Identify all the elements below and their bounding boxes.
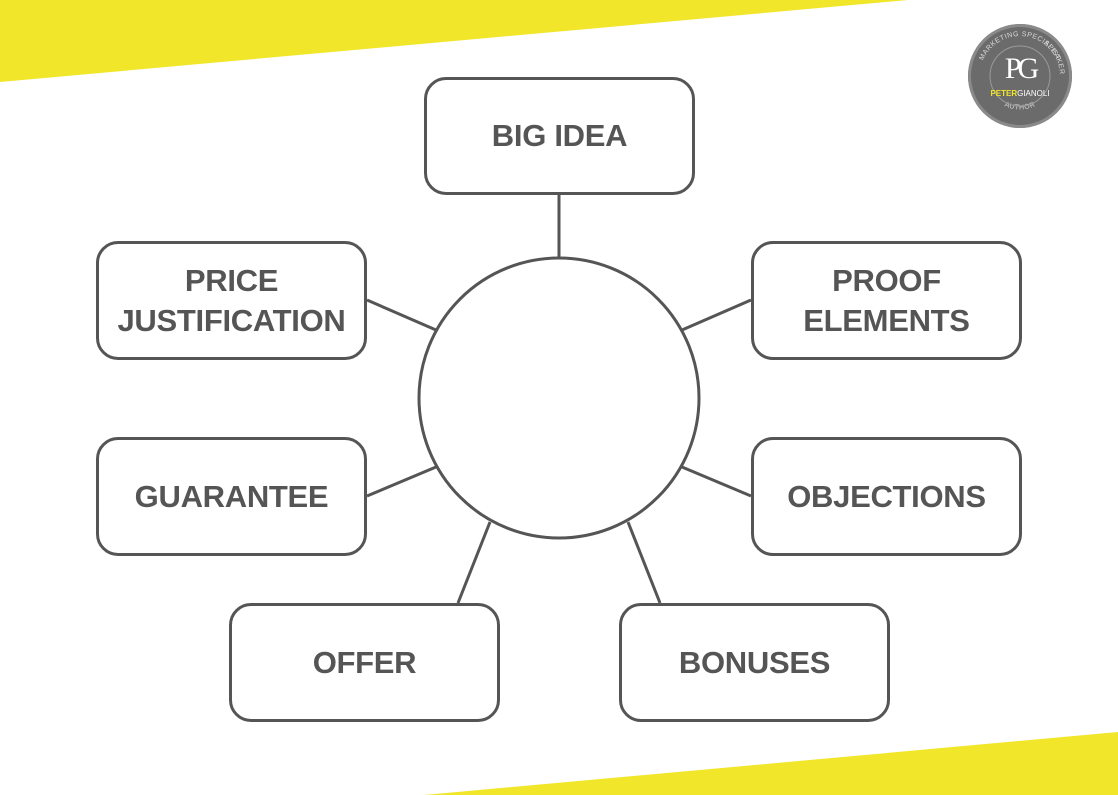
node-price-justification: PRICE JUSTIFICATION [96, 241, 367, 360]
connector-price-justification [366, 298, 437, 332]
node-label: GUARANTEE [134, 478, 329, 514]
node-label: PRICE JUSTIFICATION [117, 262, 346, 338]
logo-badge [968, 24, 1072, 128]
node-proof-elements: PROOF ELEMENTS [751, 241, 1022, 360]
connector-proof-elements [681, 298, 752, 332]
node-guarantee: GUARANTEE [96, 437, 367, 556]
connector-objections [681, 465, 752, 498]
node-label: OFFER [312, 644, 417, 680]
logo-ring-text: MARKETING SPECIALIST SPEAKER AUTHOR [978, 31, 1068, 112]
logo-monogram: PG [1004, 52, 1039, 85]
node-label: BIG IDEA [491, 118, 628, 153]
node-label: OBJECTIONS [787, 478, 986, 514]
node-big-idea: BIG IDEA [424, 77, 695, 195]
connector-guarantee [366, 465, 437, 498]
node-label: BONUSES [678, 644, 831, 680]
node-label: PROOF ELEMENTS [803, 262, 970, 338]
brand-logo: MARKETING SPECIALIST SPEAKER AUTHOR PG P… [968, 24, 1072, 154]
connector-offer [456, 521, 492, 604]
node-objections: OBJECTIONS [751, 437, 1022, 556]
logo-name: PETERGIANOLI [990, 89, 1050, 98]
node-offer: OFFER [229, 603, 500, 722]
bottom-yellow-stripe [424, 732, 1118, 795]
connector-bonuses [626, 521, 662, 604]
node-bonuses: BONUSES [619, 603, 890, 722]
top-yellow-stripe [0, 0, 908, 82]
hub-circle [417, 256, 701, 540]
connectors [366, 195, 752, 604]
